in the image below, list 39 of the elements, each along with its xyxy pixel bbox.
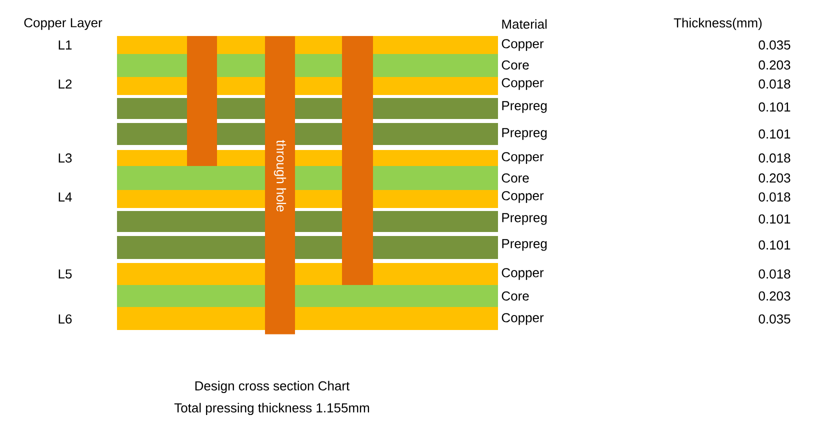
table-cell: 0.018 bbox=[758, 192, 790, 202]
table-cell: 0.035 bbox=[758, 40, 790, 50]
table-cell: Copper bbox=[502, 191, 544, 203]
table-cell: 0.101 bbox=[758, 102, 790, 112]
table-cell: 0.203 bbox=[758, 173, 790, 183]
table-cell: Prepreg bbox=[502, 101, 547, 113]
caption: Design cross section Chart bbox=[195, 380, 350, 394]
table-cell: Copper bbox=[502, 313, 544, 325]
table-cell: L3 bbox=[58, 153, 72, 163]
table-cell: L6 bbox=[58, 314, 72, 324]
table-cell: 0.101 bbox=[758, 240, 790, 250]
column-header: Material bbox=[502, 19, 547, 29]
through-hole bbox=[265, 36, 295, 334]
table-cell: 0.018 bbox=[758, 79, 790, 89]
table-cell: Copper bbox=[502, 39, 544, 51]
table-cell: 0.018 bbox=[758, 153, 790, 163]
table-cell: L5 bbox=[58, 269, 72, 279]
table-cell: L1 bbox=[58, 40, 72, 50]
table-cell: 0.018 bbox=[758, 269, 790, 279]
table-cell: Copper bbox=[502, 78, 544, 90]
table-cell: Core bbox=[502, 173, 529, 183]
table-cell: Copper bbox=[502, 268, 544, 280]
table-cell: 0.101 bbox=[758, 129, 790, 139]
table-cell: Copper bbox=[502, 152, 544, 164]
caption: Total pressing thickness 1.155mm bbox=[174, 402, 370, 416]
table-cell: 0.101 bbox=[758, 214, 790, 224]
table-cell: Core bbox=[502, 291, 529, 301]
table-cell: Prepreg bbox=[502, 128, 547, 140]
table-cell: 0.203 bbox=[758, 60, 790, 70]
table-cell: Prepreg bbox=[502, 239, 547, 251]
column-header: Copper Layer bbox=[24, 18, 102, 30]
column-header: Thickness(mm) bbox=[674, 18, 762, 30]
table-cell: L4 bbox=[58, 192, 72, 202]
table-cell: L2 bbox=[58, 79, 72, 89]
table-cell: 0.203 bbox=[758, 291, 790, 301]
table-cell: Prepreg bbox=[502, 213, 547, 225]
table-cell: Core bbox=[502, 60, 529, 70]
table-cell: 0.035 bbox=[758, 314, 790, 324]
via-label: through hole bbox=[274, 140, 286, 212]
